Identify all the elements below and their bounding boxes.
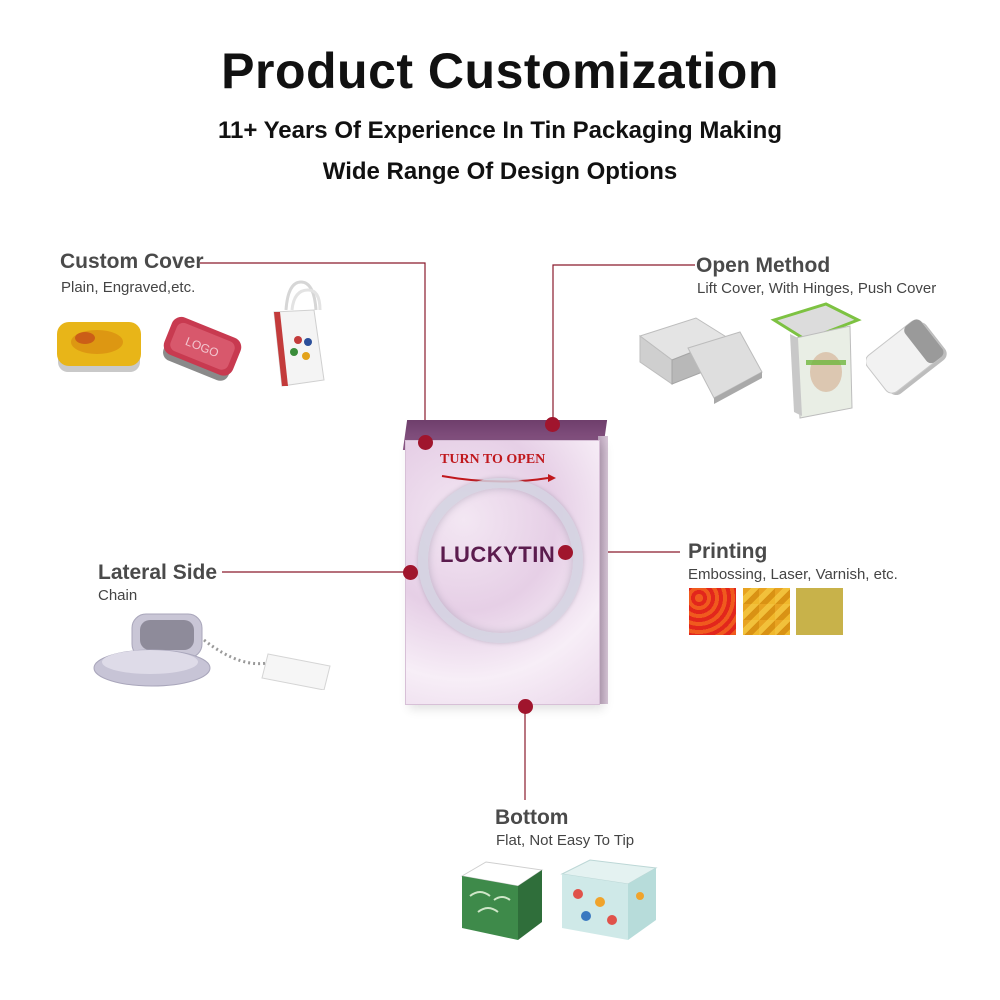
clear-lid-ring	[418, 478, 583, 643]
printing-desc: Embossing, Laser, Varnish, etc.	[688, 566, 898, 583]
yellow-tin-image	[57, 322, 141, 372]
subtitle-design-options: Wide Range Of Design Options	[322, 158, 678, 185]
dot-bottom	[518, 699, 533, 714]
tin-box-side	[598, 436, 608, 704]
connector-custom-cover	[200, 262, 426, 440]
open-method-label: Open Method	[696, 254, 831, 277]
engraved-red-tin-image: LOGO	[163, 316, 242, 381]
printing-label: Printing	[688, 540, 768, 563]
bag-shaped-tin-image	[273, 280, 325, 387]
laser-swatch	[743, 588, 790, 635]
brand-name: LUCKYTIN	[440, 542, 556, 567]
subtitle-experience: 11+ Years Of Experience In Tin Packaging…	[217, 117, 783, 144]
dot-open-method	[545, 417, 560, 432]
lateral-side-desc: Chain	[98, 587, 138, 604]
connector-open-method	[552, 264, 695, 422]
green-tin-image	[460, 861, 544, 940]
dot-custom-cover	[418, 435, 433, 450]
bottom-label: Bottom	[495, 806, 569, 829]
lateral-side-label: Lateral Side	[98, 561, 218, 584]
custom-cover-label: Custom Cover	[60, 250, 204, 273]
push-cover-tin-image	[866, 319, 947, 396]
embossing-swatch	[689, 588, 736, 635]
custom-cover-desc: Plain, Engraved,etc.	[61, 279, 196, 296]
printed-tin-image	[560, 859, 658, 940]
turn-to-open-banner: TURN TO OPEN	[440, 452, 546, 467]
page-title: Product Customization	[221, 43, 779, 99]
lift-cover-tin-image	[638, 317, 763, 404]
varnish-swatch	[796, 588, 843, 635]
dot-lateral-side	[403, 565, 418, 580]
open-method-desc: Lift Cover, With Hinges, Push Cover	[697, 280, 937, 297]
dot-printing	[558, 545, 573, 560]
chain-tin-image	[93, 613, 331, 690]
bottom-desc: Flat, Not Easy To Tip	[496, 832, 635, 849]
hinged-tin-image	[770, 302, 862, 419]
